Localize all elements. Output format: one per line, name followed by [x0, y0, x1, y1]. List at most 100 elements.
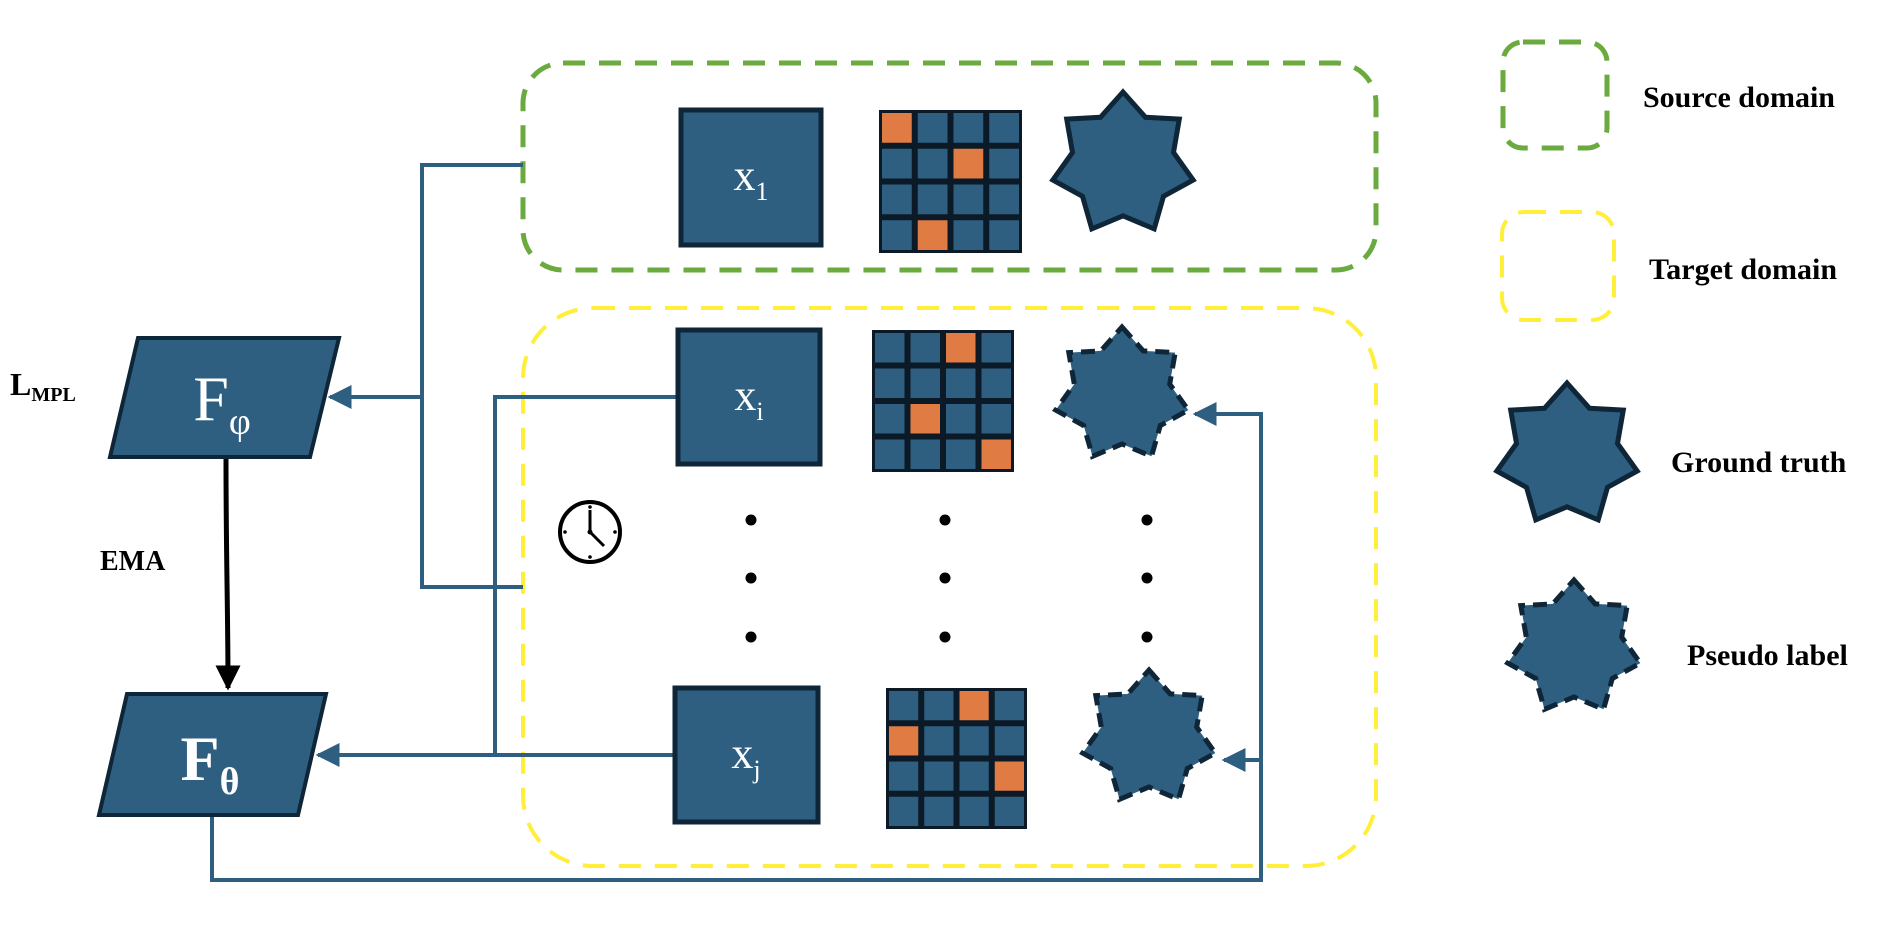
grid-cell	[910, 333, 940, 363]
grid-cell	[924, 726, 954, 756]
legend-source-domain-swatch	[1500, 39, 1610, 151]
svg-text:x1: x1	[734, 151, 769, 206]
legend-source-domain-label: Source domain	[1643, 81, 1835, 114]
grid-cell	[959, 726, 989, 756]
source-sample-node: x1	[678, 107, 824, 248]
grid-cell	[882, 220, 912, 250]
grid-cell	[981, 368, 1011, 398]
target-sample-j-node: xj	[672, 685, 821, 825]
target-sample-i-node: xi	[675, 327, 823, 467]
grid-cell	[875, 368, 905, 398]
legend-pseudo-label-star-icon	[1504, 576, 1644, 713]
grid-cell	[924, 796, 954, 826]
student-model-subscript: φ	[229, 401, 251, 443]
grid-cell-highlighted	[946, 333, 976, 363]
teacher-model-node: Fθ	[96, 692, 329, 817]
dashed-star-shape	[1504, 576, 1644, 713]
grid-cell	[917, 113, 948, 143]
grid-cell-highlighted	[889, 726, 919, 756]
grid-cell	[946, 368, 976, 398]
grid-cell-highlighted	[953, 148, 984, 179]
grid-cell	[910, 368, 940, 398]
target-sample-j-subscript: j	[752, 755, 760, 784]
grid-cell	[917, 184, 948, 215]
target-pseudo-label-star-i	[1052, 323, 1192, 460]
grid-cell	[889, 761, 919, 791]
grid-cell	[889, 796, 919, 826]
grid-cell	[917, 148, 948, 179]
grid-cell-highlighted	[882, 113, 912, 143]
grid-cell-highlighted	[917, 220, 948, 250]
legend-target-domain-label: Target domain	[1649, 253, 1837, 286]
svg-text:Fθ: Fθ	[181, 723, 240, 803]
target-grid-i	[872, 330, 1014, 472]
grid-cell	[875, 333, 905, 363]
grid-cell-highlighted	[994, 761, 1024, 791]
target-grid-j	[886, 688, 1027, 829]
grid-cell	[989, 220, 1019, 250]
loss-label: L	[10, 366, 31, 402]
student-model-label: F	[193, 363, 229, 434]
teacher-model-subscript: θ	[220, 761, 240, 803]
legend-pseudo-label-label: Pseudo label	[1687, 639, 1848, 672]
grid-cell	[889, 691, 919, 721]
grid-cell	[953, 220, 984, 250]
legend-ground-truth-label: Ground truth	[1671, 446, 1847, 479]
legend-ground-truth-star-icon	[1493, 379, 1641, 524]
grid-cell-highlighted	[910, 404, 940, 434]
connectors	[210, 163, 1263, 882]
grid-cell	[959, 761, 989, 791]
ema-arrow	[215, 457, 241, 691]
vertical-ellipsis-labels	[1141, 514, 1153, 643]
svg-text:xj: xj	[731, 729, 760, 784]
grid-cell	[994, 796, 1024, 826]
grid-cell	[910, 439, 940, 469]
target-sample-j-label: x	[731, 729, 753, 778]
grid-cell	[924, 761, 954, 791]
svg-text:Fφ: Fφ	[193, 363, 251, 443]
grid-cell	[875, 439, 905, 469]
teacher-to-pseudo-j-connector	[210, 748, 1263, 882]
teacher-to-pseudo-i-connector	[1192, 402, 1263, 760]
dashed-star-shape	[1079, 666, 1219, 803]
grid-cell	[953, 184, 984, 215]
grid-cell	[989, 184, 1019, 215]
star-shape	[1493, 379, 1641, 524]
grid-cell	[981, 333, 1011, 363]
grid-cell	[882, 148, 912, 179]
xi-routing-connector	[493, 395, 677, 755]
grid-cell	[882, 184, 912, 215]
source-grid	[879, 110, 1022, 253]
target-sample-i-subscript: i	[756, 397, 763, 426]
grid-cell	[959, 796, 989, 826]
legend-target-domain-swatch	[1500, 210, 1616, 322]
grid-cell-highlighted	[981, 439, 1011, 469]
legend: Source domain Target domain Ground truth…	[1493, 39, 1848, 713]
student-model-node: Fφ	[107, 336, 342, 459]
grid-cell	[981, 404, 1011, 434]
target-sample-i-label: x	[734, 371, 756, 420]
grid-cell	[994, 726, 1024, 756]
grid-cell	[946, 439, 976, 469]
vertical-ellipsis-samples	[745, 514, 757, 643]
grid-cell	[989, 113, 1019, 143]
grid-cell	[946, 404, 976, 434]
source-sample-label: x	[734, 151, 756, 200]
source-ground-truth-star	[1049, 88, 1197, 233]
grid-cell	[953, 113, 984, 143]
svg-text:xi: xi	[734, 371, 763, 426]
star-shape	[1049, 88, 1197, 233]
teacher-model-label: F	[181, 723, 220, 794]
grid-cell	[875, 404, 905, 434]
target-pseudo-label-star-j	[1079, 666, 1219, 803]
dashed-star-shape	[1052, 323, 1192, 460]
grid-cell	[994, 691, 1024, 721]
source-to-student-connector	[420, 163, 523, 397]
source-sample-subscript: 1	[756, 177, 769, 206]
grid-cell-highlighted	[959, 691, 989, 721]
svg-text:LMPL: LMPL	[10, 366, 76, 406]
clock-icon	[558, 500, 622, 564]
grid-cell	[989, 148, 1019, 179]
loss-subscript: MPL	[31, 384, 75, 406]
target-to-student-connector	[420, 397, 523, 589]
